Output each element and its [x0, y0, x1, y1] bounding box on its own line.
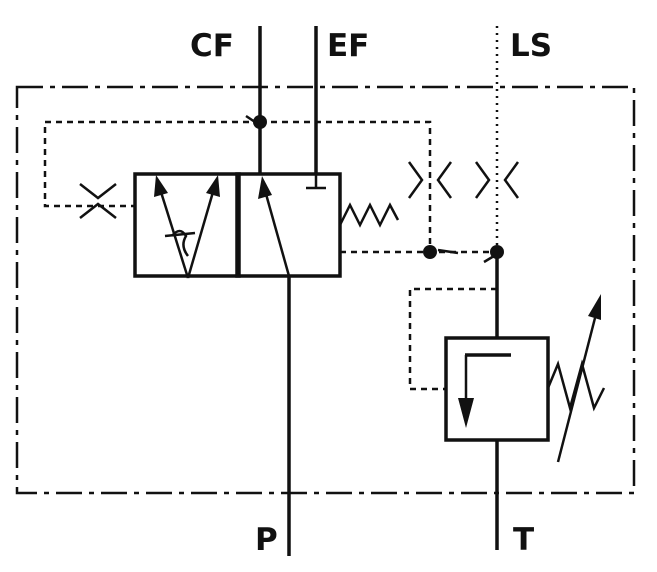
pilot-tap-middle	[437, 248, 459, 255]
port-label-cf: CF	[190, 28, 234, 64]
pilot-tap-cf	[245, 114, 259, 126]
spool-valve	[133, 172, 400, 279]
orifice-ls	[474, 161, 520, 199]
junction-dot-cf	[253, 115, 267, 129]
port-label-t: T	[513, 522, 534, 558]
orifice-middle	[407, 161, 453, 199]
valve-enclosure-boundary	[15, 85, 636, 495]
orifice-left	[79, 183, 117, 219]
port-label-ef: EF	[327, 28, 369, 64]
port-label-p: P	[255, 522, 278, 558]
pilot-line-left	[43, 120, 260, 208]
relief-valve	[408, 287, 606, 463]
pilot-line-cf	[260, 120, 432, 252]
port-label-ls: LS	[510, 28, 552, 64]
junction-dot-middle	[423, 245, 437, 259]
pilot-tap-ls	[483, 254, 495, 264]
